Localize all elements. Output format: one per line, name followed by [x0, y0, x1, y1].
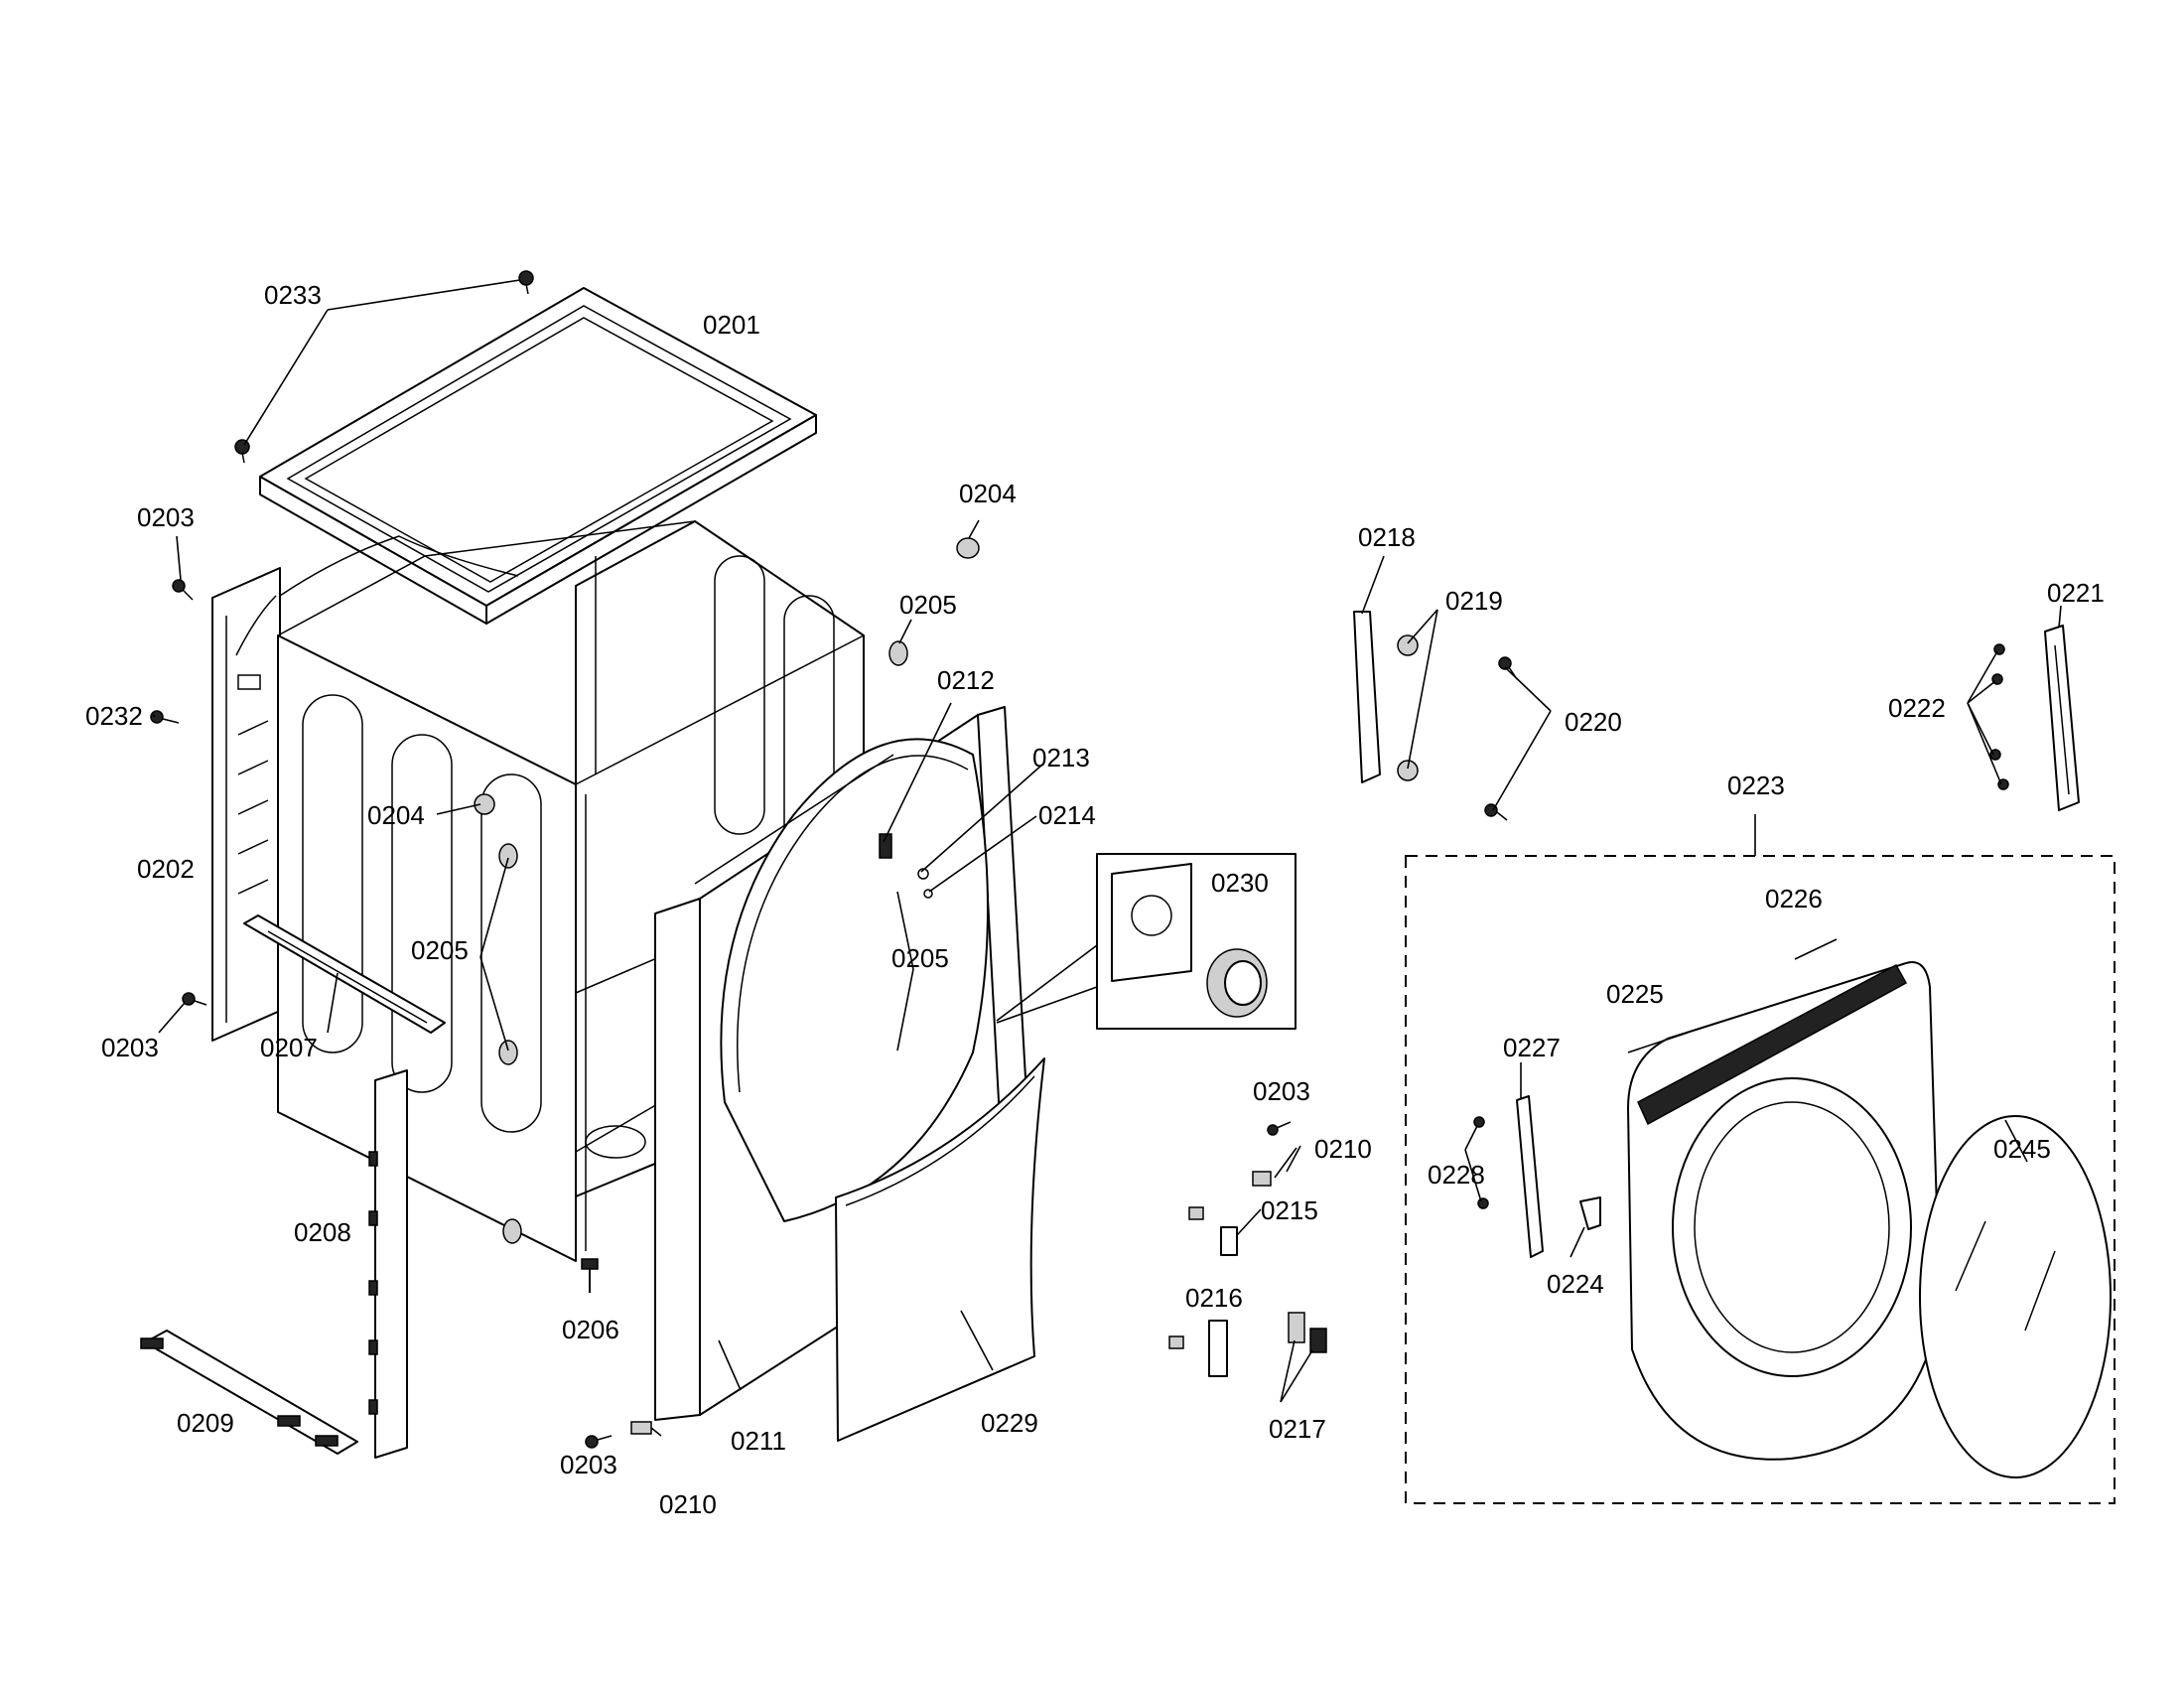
label-0229: 0229 — [981, 1408, 1038, 1438]
label-0204: 0204 — [959, 479, 1017, 508]
label-0210: 0210 — [659, 1489, 717, 1519]
label-0227: 0227 — [1503, 1033, 1561, 1062]
small-parts — [1168, 1121, 1327, 1377]
label-0210: 0210 — [1314, 1134, 1372, 1164]
screw-part — [585, 1421, 662, 1449]
label-0206: 0206 — [562, 1315, 619, 1344]
label-0232: 0232 — [85, 701, 143, 731]
label-0213: 0213 — [1032, 743, 1090, 772]
label-0225: 0225 — [1606, 979, 1664, 1009]
label-0228: 0228 — [1428, 1160, 1485, 1190]
label-0217: 0217 — [1269, 1414, 1326, 1444]
front-frame-part — [654, 706, 1033, 1421]
label-0205: 0205 — [411, 935, 469, 965]
kick-panel-part — [835, 1057, 1045, 1442]
label-0224: 0224 — [1547, 1269, 1604, 1299]
label-0203: 0203 — [1253, 1076, 1310, 1106]
label-0212: 0212 — [937, 665, 995, 695]
label-0226: 0226 — [1765, 884, 1823, 913]
label-0215: 0215 — [1261, 1195, 1318, 1225]
label-0205: 0205 — [891, 943, 949, 973]
label-0202: 0202 — [137, 854, 195, 884]
label-0218: 0218 — [1358, 522, 1416, 552]
label-0203: 0203 — [101, 1033, 159, 1062]
label-0201: 0201 — [703, 310, 760, 340]
label-0230: 0230 — [1211, 868, 1269, 898]
hinge-part — [1353, 611, 1518, 821]
label-0207: 0207 — [260, 1033, 318, 1062]
label-0214: 0214 — [1038, 800, 1096, 830]
label-0245: 0245 — [1993, 1134, 2051, 1164]
label-0203: 0203 — [560, 1450, 617, 1479]
strip-part — [368, 1069, 408, 1459]
label-0220: 0220 — [1565, 707, 1622, 737]
inset-box — [996, 853, 1297, 1030]
leader-lines — [152, 279, 2062, 1403]
label-0203: 0203 — [137, 502, 195, 532]
label-0223: 0223 — [1727, 771, 1785, 800]
label-0222: 0222 — [1888, 693, 1946, 723]
label-0205: 0205 — [899, 590, 957, 620]
label-0204: 0204 — [367, 800, 425, 830]
label-0208: 0208 — [294, 1217, 351, 1247]
door-assembly-box — [1405, 814, 2116, 1504]
screw-part — [150, 579, 207, 1006]
foot-part — [581, 1258, 599, 1293]
bottom-rail-part — [140, 1330, 358, 1455]
label-0221: 0221 — [2047, 578, 2105, 608]
top-cover-part — [259, 287, 817, 625]
handle-part — [1989, 625, 2080, 811]
rail-part — [243, 914, 446, 1034]
label-0219: 0219 — [1445, 586, 1503, 616]
label-0216: 0216 — [1185, 1283, 1243, 1313]
part-number-labels: 0201 0233 0203 0232 0202 0203 0207 0204 … — [85, 280, 2105, 1519]
label-0211: 0211 — [731, 1426, 786, 1456]
label-0233: 0233 — [264, 280, 322, 310]
label-0209: 0209 — [177, 1408, 234, 1438]
